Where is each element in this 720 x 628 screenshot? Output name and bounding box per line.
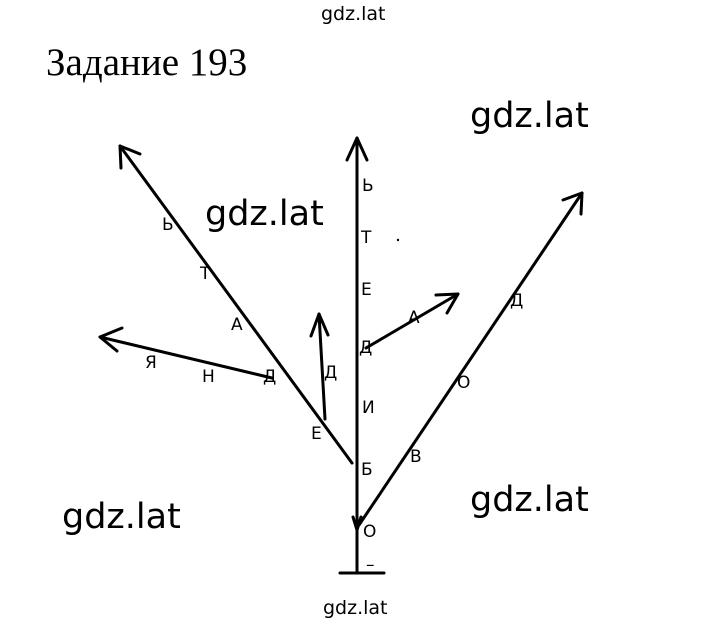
stray-dot xyxy=(396,238,400,242)
right-branch-letter: О xyxy=(457,373,470,393)
center-left-branch-line xyxy=(317,312,327,421)
upper-left-letter: А xyxy=(231,315,243,335)
right-branch-letter: В xyxy=(410,447,422,467)
center-right-branch-arrowhead xyxy=(434,292,460,315)
watermark-upper-center: gdz.lat xyxy=(205,194,324,234)
upper-left-letter: Ь xyxy=(162,215,174,235)
trunk-letter: О xyxy=(363,522,376,542)
right-branch-line xyxy=(357,191,584,527)
right-branch-letter: Д xyxy=(510,291,523,311)
center-left-letter: Д xyxy=(324,363,337,383)
lower-left-letter: Д xyxy=(263,367,276,387)
lower-left-branch-arrowhead xyxy=(98,326,124,353)
trunk-letter: Е xyxy=(361,280,372,300)
center-left-letter: Е xyxy=(311,424,322,444)
center-left-branch-arrowhead xyxy=(309,312,330,338)
trunk-letter: Т xyxy=(360,228,372,248)
watermark-lower-left: gdz.lat xyxy=(62,497,181,537)
upper-left-branch-line xyxy=(118,144,354,465)
watermark-lower-right: gdz.lat xyxy=(470,480,589,520)
lower-left-letter: Н xyxy=(202,367,215,387)
watermark-bottom: gdz.lat xyxy=(323,597,388,619)
task-title: Задание 193 xyxy=(46,41,248,84)
upper-left-letter: Т xyxy=(199,264,211,284)
trunk-letter: Ь xyxy=(362,176,374,196)
trunk-arrowhead xyxy=(345,136,369,162)
lower-left-branch-line xyxy=(98,335,274,380)
trunk-letter: Б xyxy=(361,460,373,480)
lower-left-letter: Я xyxy=(145,353,157,373)
upper-left-branch-arrowhead xyxy=(118,144,142,170)
watermark-top: gdz.lat xyxy=(321,3,386,25)
trunk-letter: Д xyxy=(359,338,372,358)
watermark-upper-right: gdz.lat xyxy=(470,96,589,136)
right-branch-arrowhead xyxy=(561,191,584,216)
center-right-branch-line xyxy=(364,292,460,350)
ground-mark: – xyxy=(366,555,375,575)
trunk-letter: И xyxy=(362,398,375,418)
center-right-letter: А xyxy=(408,308,420,328)
